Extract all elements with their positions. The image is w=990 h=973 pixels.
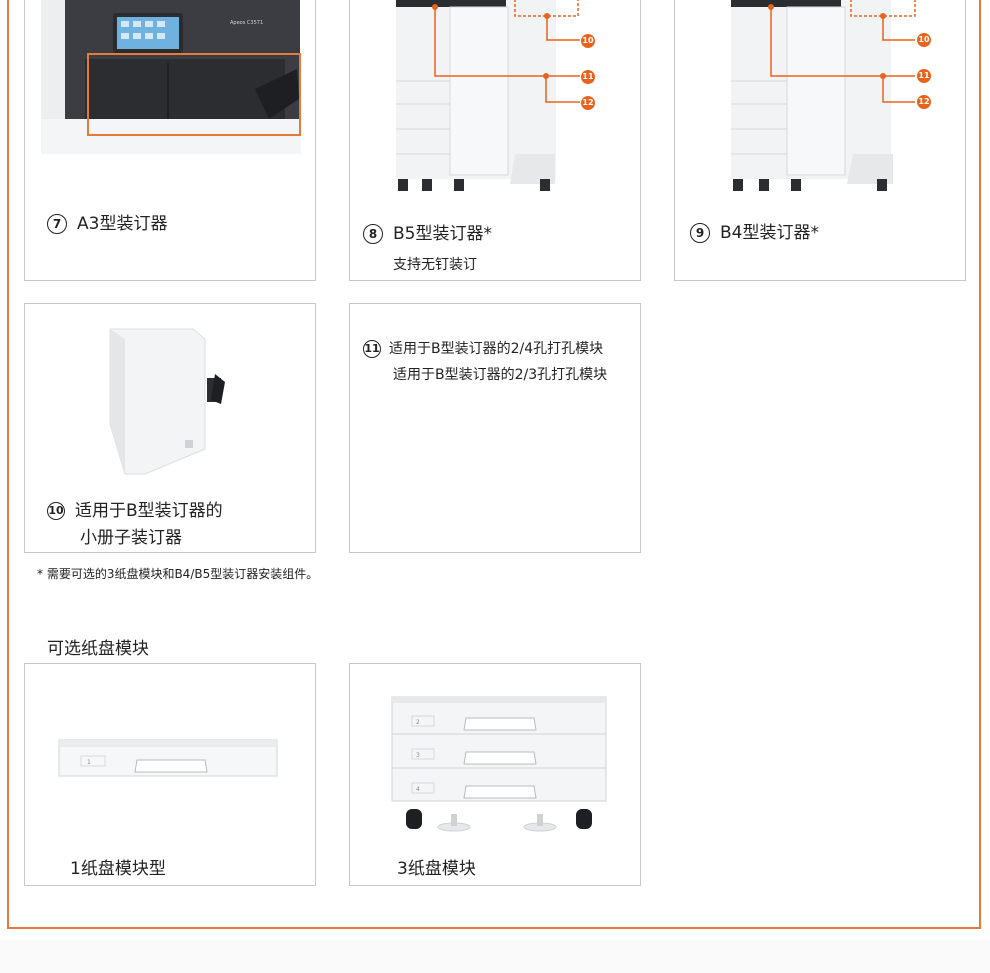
one-tray-card: 1 1纸盘模块型: [24, 663, 316, 886]
callout-12: 12: [917, 95, 931, 109]
b5-finisher-card: 10 11 12 8 B5型装订器* 支持无钉装订: [349, 0, 641, 281]
tray-number: 4: [416, 786, 420, 793]
punch-module-card: 11 适用于B型装订器的2/4孔打孔模块 适用于B型装订器的2/3孔打孔模块: [349, 303, 641, 553]
a3-finisher-card: Apeos C3571 7 A3型装订器: [24, 0, 316, 281]
a3-finisher-image: Apeos C3571: [41, 0, 301, 154]
b4-finisher-label: 9 B4型装订器*: [690, 218, 819, 243]
tray-number: 2: [416, 719, 420, 726]
b4-finisher-card: 10 11 12 9 B4型装订器*: [674, 0, 966, 281]
booklet-maker-line1: 适用于B型装订器的: [75, 501, 223, 521]
tray-number: 1: [87, 759, 91, 766]
item-number: 11: [363, 340, 381, 358]
tray-number: 3: [416, 752, 420, 759]
punch-module-line2: 适用于B型装订器的2/3孔打孔模块: [393, 367, 608, 383]
b5-finisher-sub: 支持无钉装订: [393, 257, 477, 273]
tray-section-title: 可选纸盘模块: [47, 639, 149, 659]
booklet-maker-line2: 小册子装订器: [80, 528, 182, 548]
callout-11: 11: [917, 69, 931, 83]
item-number: 9: [690, 223, 710, 243]
three-tray-image: 2 3 4: [391, 696, 607, 832]
one-tray-label: 1纸盘模块型: [70, 859, 166, 879]
orange-frame: [7, 0, 981, 929]
a3-finisher-text: A3型装订器: [77, 214, 168, 234]
one-tray-image: 1: [58, 739, 278, 777]
printer-brand: Apeos C3571: [230, 20, 263, 26]
three-tray-card: 2 3 4 3纸盘模块: [349, 663, 641, 886]
item-number: 8: [363, 224, 383, 244]
bottom-band: [0, 940, 990, 973]
item-number: 7: [47, 214, 67, 234]
a3-finisher-label: 7 A3型装订器: [47, 209, 167, 234]
b5-finisher-image: [396, 0, 580, 191]
booklet-maker-card: 10 适用于B型装订器的 小册子装订器: [24, 303, 316, 553]
b5-finisher-label: 8 B5型装订器*: [363, 219, 492, 244]
punch-module-text-1: 适用于B型装订器的2/4孔打孔模块: [389, 341, 604, 357]
punch-module-line1: 11 适用于B型装订器的2/4孔打孔模块: [363, 338, 603, 358]
b4-finisher-text: B4型装订器*: [720, 223, 819, 243]
b5-finisher-text: B5型装订器*: [393, 224, 492, 244]
item-number: 10: [47, 502, 65, 520]
booklet-maker-image: [109, 328, 225, 475]
callout-11: 11: [581, 70, 595, 84]
three-tray-label: 3纸盘模块: [397, 859, 476, 879]
callout-10: 10: [581, 34, 595, 48]
b4-finisher-image: [731, 0, 916, 191]
callout-12: 12: [581, 96, 595, 110]
footnote: * 需要可选的3纸盘模块和B4/B5型装订器安装组件。: [37, 567, 319, 581]
callout-10: 10: [917, 33, 931, 47]
booklet-maker-label: 10 适用于B型装订器的: [47, 496, 223, 521]
